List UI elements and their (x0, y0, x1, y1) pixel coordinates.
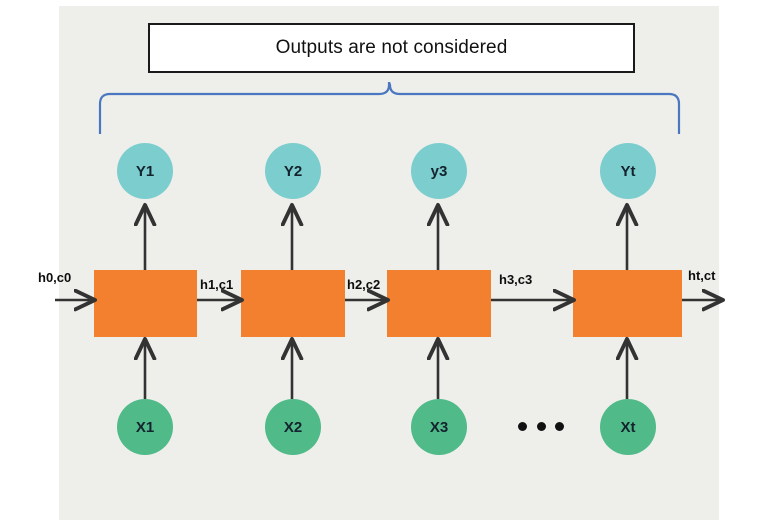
state-label-h2c2: h2,c2 (347, 277, 381, 292)
rnn-cell-2 (241, 270, 345, 337)
output-node-y2: Y2 (265, 143, 321, 199)
state-label-htct: ht,ct (688, 268, 716, 283)
input-node-label: X1 (135, 418, 155, 436)
input-node-label: Xt (620, 418, 636, 436)
input-node-label: X2 (283, 418, 303, 436)
output-node-label: y3 (430, 162, 448, 180)
output-node-label: Y1 (135, 162, 155, 180)
output-node-y3: y3 (411, 143, 467, 199)
state-label-h3c3: h3,c3 (499, 272, 533, 287)
curly-brace-icon (98, 82, 681, 134)
state-label-h0c0: h0,c0 (38, 270, 72, 285)
ellipsis-dot (536, 421, 546, 431)
input-node-label: X3 (429, 418, 449, 436)
annotation-text: Outputs are not considered (275, 37, 508, 58)
state-label-h1c1: h1,c1 (200, 277, 234, 292)
input-node-x3: X3 (411, 399, 467, 455)
ellipsis-indicator (518, 413, 564, 439)
output-node-yt: Yt (600, 143, 656, 199)
output-node-label: Y2 (283, 162, 303, 180)
rnn-cell-1 (94, 270, 197, 337)
output-node-y1: Y1 (117, 143, 173, 199)
input-node-x2: X2 (265, 399, 321, 455)
ellipsis-dot (518, 421, 527, 431)
rnn-cell-3 (387, 270, 491, 337)
input-node-x1: X1 (117, 399, 173, 455)
input-node-xt: Xt (600, 399, 656, 455)
annotation-box: Outputs are not considered (148, 23, 635, 73)
ellipsis-dot (555, 421, 564, 431)
rnn-cell-t (573, 270, 682, 337)
output-node-label: Yt (620, 162, 636, 180)
